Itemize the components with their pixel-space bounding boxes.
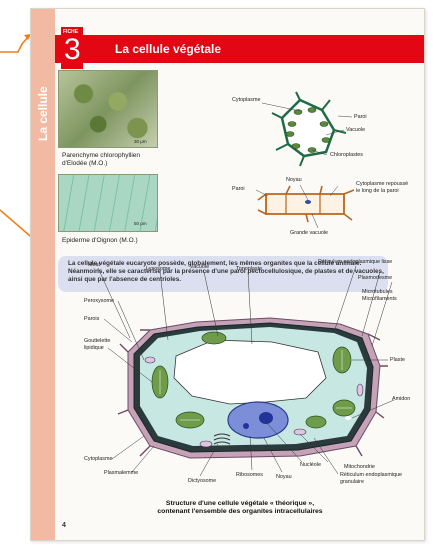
label-mitochondrie: Mitochondrie bbox=[344, 464, 375, 470]
label-lysosome: Lysosome bbox=[146, 266, 170, 272]
label-nucleole: Nucléole bbox=[300, 462, 321, 468]
figure-caption: Structure d'une cellule végétale « théor… bbox=[110, 500, 370, 516]
label-gouttelette-2: lipidique bbox=[84, 345, 104, 351]
label-gouttelette-1: Gouttelette bbox=[84, 338, 110, 344]
label-parois: Parois bbox=[84, 316, 99, 322]
label-plasmodesme: Plasmodesme bbox=[358, 275, 392, 281]
label-amidon: Amidon bbox=[392, 396, 410, 402]
label-reticulum-granulaire-2: granulaire bbox=[340, 479, 364, 485]
label-ribosomes: Ribosomes bbox=[236, 472, 263, 478]
label-plaste: Plaste bbox=[390, 357, 405, 363]
figure-caption-line2: contenant l'ensemble des organites intra… bbox=[110, 508, 370, 516]
label-reticulum-granulaire-1: Réticulum endoplasmique bbox=[340, 472, 402, 478]
page-number: 4 bbox=[62, 522, 66, 529]
label-noyau-main: Noyau bbox=[276, 474, 292, 480]
label-cytoplasme-main: Cytoplasme bbox=[84, 456, 112, 462]
label-microtubules: Microtubules bbox=[362, 289, 393, 295]
label-tonoplaste: Tonoplaste bbox=[236, 266, 262, 272]
label-reticulum-lisse: Réticulum endoplasmique lisse bbox=[318, 259, 392, 265]
label-dictyosome: Dictyosome bbox=[188, 478, 216, 484]
figure-caption-line1: Structure d'une cellule végétale « théor… bbox=[110, 500, 370, 508]
label-plasmalemme: Plasmalemme bbox=[104, 470, 138, 476]
label-meat: Méat bbox=[88, 262, 100, 268]
label-microfilaments: Microfilaments bbox=[362, 296, 397, 302]
label-peroxysome: Peroxysome bbox=[84, 298, 114, 304]
label-vacuole-main: Vacuole bbox=[190, 264, 209, 270]
